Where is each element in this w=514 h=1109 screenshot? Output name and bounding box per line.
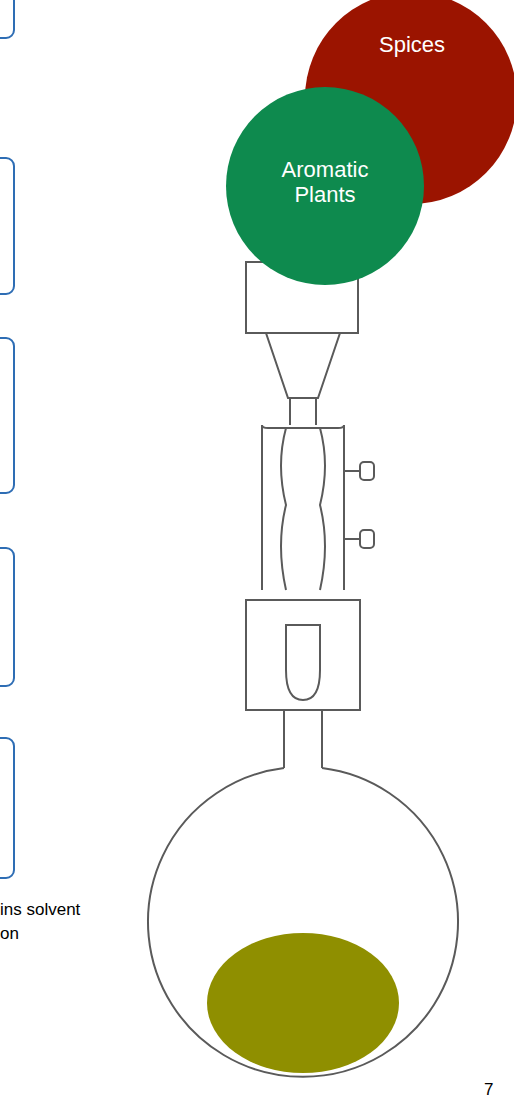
panel-edge [0, 738, 14, 878]
extractor-jacket [262, 425, 344, 590]
side-arm [360, 530, 374, 548]
page-number: 7 [484, 1080, 493, 1100]
panel-edge [0, 338, 14, 493]
note-text: on [0, 924, 19, 944]
side-arm [360, 462, 374, 480]
circle-fill [226, 87, 424, 285]
thimble-holder [246, 600, 360, 710]
note-text: ins solvent [0, 900, 80, 920]
aromatic-plants-circle: Aromatic Plants [226, 87, 424, 285]
solvent [207, 933, 399, 1073]
circle-label: Aromatic Plants [256, 157, 394, 208]
panel-edge [0, 158, 14, 294]
panel-edge [0, 548, 14, 686]
flask-neck [284, 710, 322, 768]
cut-off-panels [0, 0, 14, 878]
thimble [286, 625, 320, 700]
siphon-bulbs [281, 428, 325, 590]
extractor-neck [290, 398, 316, 425]
adapter-funnel [266, 333, 340, 398]
round-bottom-flask [148, 768, 458, 1077]
soxhlet-apparatus [148, 262, 458, 1077]
side-arm-joint [344, 471, 360, 539]
panel-edge [0, 0, 14, 38]
circle-label: Spices [357, 32, 467, 57]
